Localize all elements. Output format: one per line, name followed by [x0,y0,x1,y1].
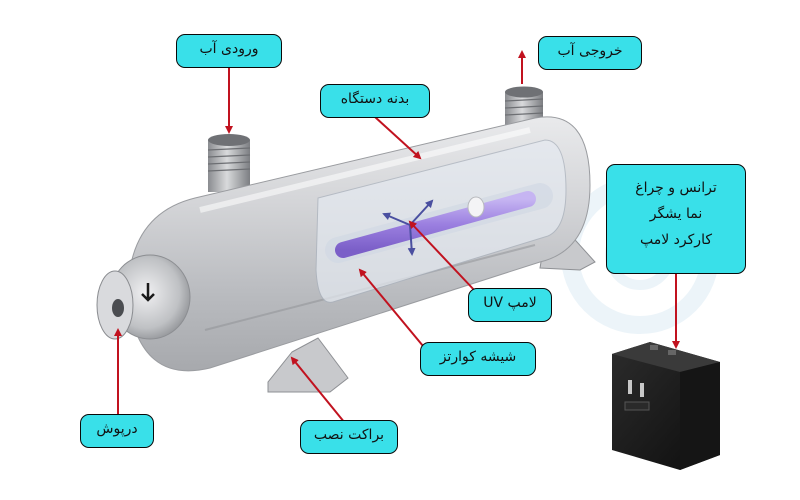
arrow-quartz [358,268,429,353]
uv-lamp [335,191,536,258]
arrow-bracket [290,356,350,429]
label-device-body: بدنه دستگاه [320,84,430,118]
label-mounting-bracket: براکت نصب [300,420,398,454]
water-inlet-pipe [207,134,251,192]
end-cap [96,254,191,340]
label-transformer: ترانس و چراغ نما یشگر کارکرد لامپ [606,164,746,274]
label-quartz-sleeve: شیشه کوارتز [420,342,536,376]
arrow-body [374,116,422,160]
label-water-outlet: خروجی آب [538,36,642,70]
label-transformer-line-3: کارکرد لامپ [640,232,712,248]
transformer-box [612,342,720,470]
label-transformer-line-1: ترانس و چراغ [635,180,717,196]
label-water-inlet: ورودی آب [176,34,282,68]
arrow-lamp [408,220,477,293]
mounting-bracket-front [267,337,349,393]
pointer-arrows [114,50,680,429]
label-transformer-line-2: نما یشگر [649,206,703,222]
label-uv-lamp: لامپ UV [468,288,552,322]
label-end-cap: درپوش [80,414,154,448]
